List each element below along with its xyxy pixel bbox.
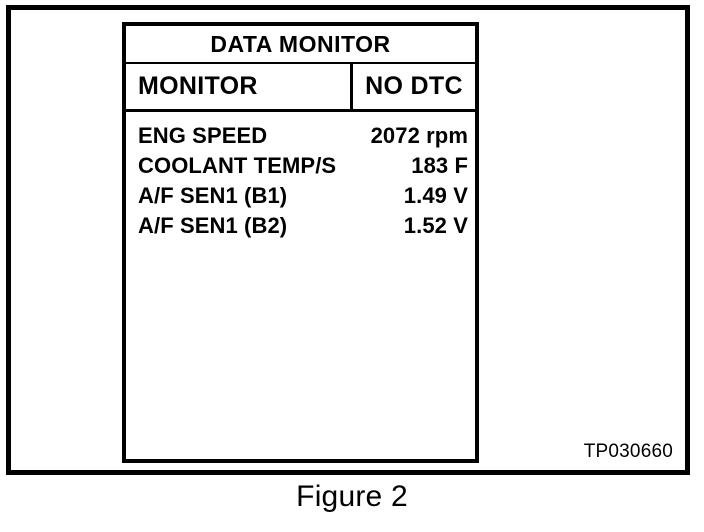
parameter-value: 183 F: [411, 153, 468, 178]
parameter-label: ENG SPEED: [138, 123, 268, 148]
panel-header-row: MONITOR NO DTC: [126, 64, 475, 112]
header-cell-dtc-status: NO DTC: [353, 64, 475, 109]
panel-title: DATA MONITOR: [210, 30, 391, 57]
parameter-list: ENG SPEED 2072 rpm COOLANT TEMP/S 183 F …: [126, 112, 475, 459]
header-label-no-dtc: NO DTC: [365, 72, 463, 100]
parameter-row: COOLANT TEMP/S 183 F: [126, 151, 475, 181]
parameter-row: A/F SEN1 (B1) 1.49 V: [126, 181, 475, 211]
parameter-label: COOLANT TEMP/S: [138, 153, 337, 178]
parameter-row: A/F SEN1 (B2) 1.52 V: [126, 211, 475, 241]
panel-title-bar: DATA MONITOR: [126, 26, 475, 64]
figure-outer-frame: DATA MONITOR MONITOR NO DTC ENG SPEED 20…: [6, 5, 690, 475]
figure-reference-code: TP030660: [583, 441, 673, 462]
header-cell-monitor: MONITOR: [126, 64, 353, 109]
parameter-label: A/F SEN1 (B2): [138, 213, 288, 238]
header-label-monitor: MONITOR: [138, 72, 258, 100]
figure-caption: Figure 2: [296, 480, 408, 513]
scan-tool-screen-panel: DATA MONITOR MONITOR NO DTC ENG SPEED 20…: [122, 22, 479, 463]
parameter-value: 1.49 V: [403, 183, 468, 208]
parameter-value: 1.52 V: [403, 213, 468, 238]
parameter-row: ENG SPEED 2072 rpm: [126, 121, 475, 151]
parameter-value: 2072 rpm: [370, 123, 468, 148]
parameter-label: A/F SEN1 (B1): [138, 183, 288, 208]
